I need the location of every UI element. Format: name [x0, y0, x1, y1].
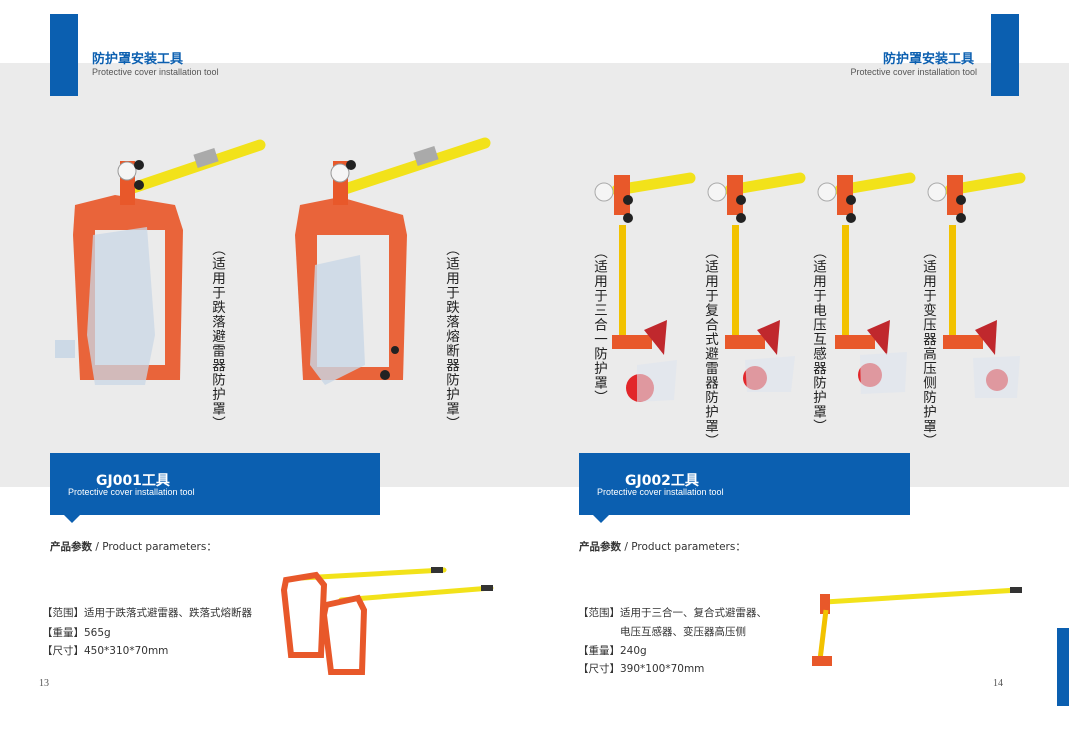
side-tab	[1057, 628, 1069, 706]
label-voltage-transformer-cover: （适用于电压互感器防护罩）	[810, 245, 826, 434]
left-corner-bar	[50, 14, 78, 96]
left-header-title: 防护罩安装工具	[92, 52, 184, 67]
page-number-left: 13	[39, 678, 49, 689]
label-transformer-hv-cover: （适用于变压器高压侧防护罩）	[920, 245, 936, 448]
label-drop-arrester-cover: （适用于跌落避雷器防护罩）	[209, 242, 225, 431]
gj001-weight: 【重量】565g	[42, 627, 111, 639]
page-number-right: 14	[993, 678, 1003, 689]
gj002-tool-image-1	[594, 172, 696, 402]
label-drop-fuse-cover: （适用于跌落熔断器防护罩）	[443, 242, 459, 431]
gj001-params-header: 产品参数 / Product parameters：	[50, 541, 217, 553]
gj002-tool-image-4	[927, 172, 1026, 398]
gj002-full-tool-image	[812, 587, 1022, 666]
right-corner-bar	[991, 14, 1019, 96]
gj002-params-header: 产品参数 / Product parameters：	[579, 541, 746, 553]
gj002-scope-line2: 电压互感器、变压器高压侧	[620, 626, 746, 638]
gj002-tool-image-2	[707, 172, 806, 392]
gj001-size: 【尺寸】450*310*70mm	[42, 645, 169, 657]
right-header-title: 防护罩安装工具	[882, 52, 974, 67]
label-composite-arrester-cover: （适用于复合式避雷器防护罩）	[702, 245, 718, 448]
gj001-title-box: GJ001工具 Protective cover installation to…	[50, 453, 380, 523]
gj001-scope: 【范围】适用于跌落式避雷器、跌落式熔断器	[42, 607, 252, 619]
gj002-weight: 【重量】240g	[578, 645, 647, 657]
right-header-subtitle: Protective cover installation tool	[850, 67, 977, 77]
gj002-title: GJ002工具	[625, 473, 699, 489]
gj001-tool-image-2	[295, 137, 491, 385]
gj001-tool-image-1	[55, 139, 266, 385]
gj002-subtitle: Protective cover installation tool	[597, 487, 724, 497]
label-three-in-one-cover: （适用于三合一防护罩）	[591, 245, 607, 405]
gj002-size: 【尺寸】390*100*70mm	[578, 663, 705, 675]
gj001-title: GJ001工具	[96, 473, 170, 489]
gj002-tool-image-3	[817, 172, 916, 394]
gj001-full-tool-image	[280, 567, 494, 675]
gj001-subtitle: Protective cover installation tool	[68, 487, 195, 497]
left-header-subtitle: Protective cover installation tool	[92, 67, 219, 77]
gj002-scope-line1: 【范围】适用于三合一、复合式避雷器、	[578, 607, 767, 619]
gj002-title-box: GJ002工具 Protective cover installation to…	[579, 453, 910, 523]
